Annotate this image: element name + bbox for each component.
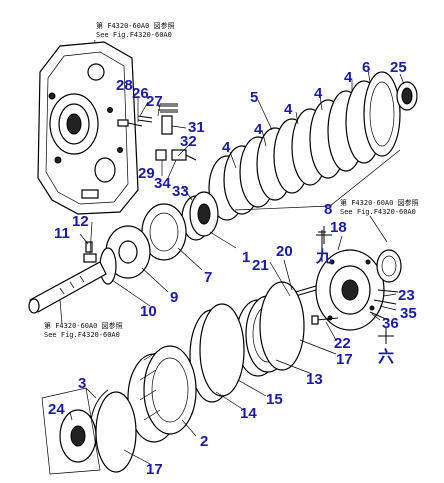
label-5: 5: [250, 89, 258, 106]
plug-29: [155, 149, 167, 161]
bearing-25: [396, 81, 418, 111]
label-18: 18: [330, 219, 347, 236]
label-22: 22: [334, 335, 351, 352]
clutch-hub-2: [127, 345, 197, 443]
label-17-upper: 17: [336, 351, 353, 368]
label-11: 11: [54, 225, 70, 242]
ref-note-top-1: 第 F4320-60A0 図参照: [96, 21, 175, 30]
gear-33: [181, 191, 219, 241]
label-3: 3: [78, 375, 86, 392]
ref-note-right-1: 第 F4320-60A0 図参照: [340, 198, 419, 207]
label-4-d: 4: [314, 85, 323, 102]
label-2: 2: [200, 433, 208, 450]
label-23: 23: [398, 287, 415, 304]
label-14: 14: [240, 405, 257, 422]
label-27: 27: [146, 93, 163, 110]
label-29: 29: [138, 165, 155, 182]
label-35: 35: [400, 305, 417, 322]
leader-lines: [69, 69, 405, 465]
ring-17-lower: [95, 391, 137, 473]
label-24: 24: [48, 401, 65, 418]
label-21: 21: [252, 257, 269, 274]
shaft: [28, 261, 107, 314]
mark-roku: 六: [378, 347, 394, 366]
bolt-31: [158, 105, 178, 135]
label-4-b: 4: [254, 121, 263, 138]
bolt-34: [171, 149, 197, 161]
ref-note-left-2: See Fig.F4320-60A0: [44, 331, 120, 339]
ref-note-top-2: See Fig.F4320-60A0: [96, 31, 172, 39]
label-26: 26: [132, 85, 149, 102]
label-34: 34: [154, 175, 171, 192]
label-32: 32: [180, 133, 197, 150]
bolt-12: [83, 253, 97, 263]
clutch-disc-stack: [208, 71, 401, 221]
label-31: 31: [188, 119, 205, 136]
transmission-case: [37, 41, 139, 215]
bolt-28: [117, 119, 143, 127]
pin-11: [85, 241, 93, 253]
label-9: 9: [170, 289, 178, 306]
label-25: 25: [390, 59, 407, 76]
ring-17-upper: [259, 281, 305, 371]
ref-note-left-1: 第 F4320-60A0 図参照: [44, 321, 123, 330]
label-28: 28: [116, 77, 133, 94]
label-1: 1: [242, 249, 250, 266]
label-4-e: 4: [344, 69, 353, 86]
label-13: 13: [306, 371, 323, 388]
seal-rings-14-15: [189, 303, 245, 403]
label-20: 20: [276, 243, 293, 260]
bolts-23-35-36: [369, 289, 399, 321]
label-4-c: 4: [284, 101, 293, 118]
label-33: 33: [172, 183, 189, 200]
ref-note-right-2: See Fig.F4320-60A0: [340, 208, 416, 216]
label-6: 6: [362, 59, 370, 76]
label-17-lower: 17: [146, 461, 163, 478]
label-15: 15: [266, 391, 283, 408]
pin-27: [137, 115, 153, 123]
mark-ku: 九: [315, 247, 332, 266]
label-36: 36: [382, 315, 399, 332]
bolt-22: [311, 315, 339, 325]
carrier-housing: [315, 249, 385, 331]
ring-18: [376, 249, 402, 283]
disc-24: [59, 409, 97, 463]
label-8: 8: [324, 201, 332, 218]
label-4-a: 4: [222, 139, 231, 156]
label-10: 10: [140, 303, 157, 320]
washer-9: [105, 225, 151, 279]
label-12: 12: [72, 213, 89, 230]
label-7: 7: [204, 269, 212, 286]
